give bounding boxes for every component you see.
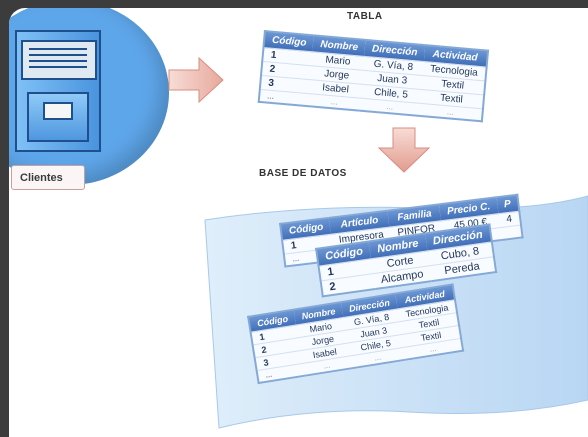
tabla-label: TABLA <box>347 11 383 22</box>
file-cabinet-icon <box>15 30 101 152</box>
down-arrow-icon <box>377 127 431 173</box>
right-arrow-icon <box>168 56 224 104</box>
db-label: BASE DE DATOS <box>259 168 347 179</box>
open-drawer <box>21 40 97 80</box>
drawer-label-plate <box>43 102 73 120</box>
closed-drawer <box>27 92 89 142</box>
cabinet-label: Clientes <box>11 165 85 190</box>
table-cell <box>499 224 523 241</box>
